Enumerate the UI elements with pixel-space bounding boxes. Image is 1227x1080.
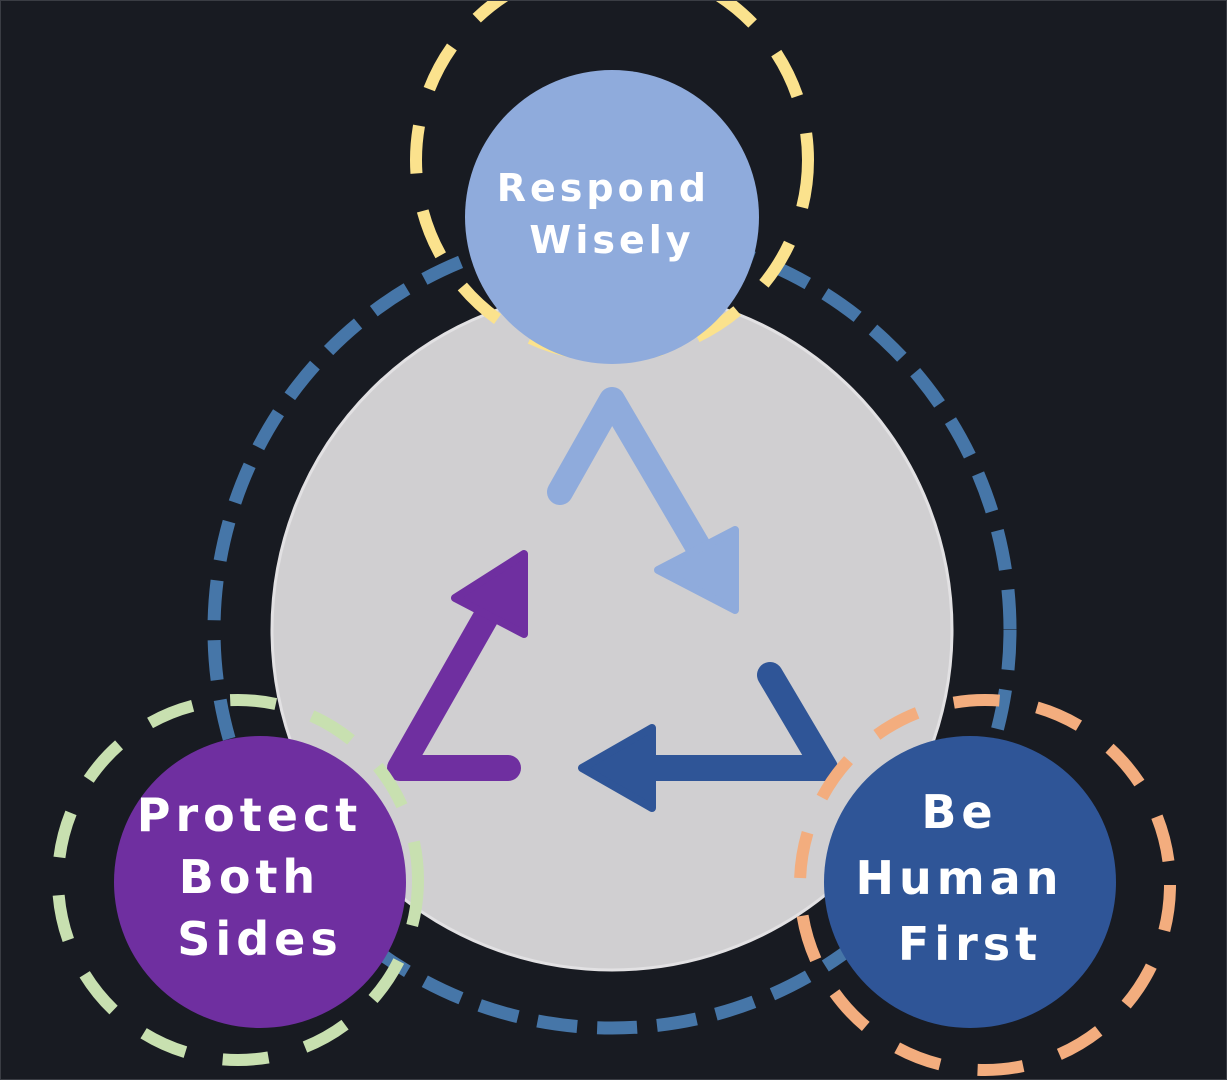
node-be-human-first: Be Human First — [794, 694, 1176, 1076]
human-label: Be Human First — [856, 785, 1085, 971]
arrow-human-to-protect — [578, 662, 838, 812]
respond-circle — [465, 70, 759, 364]
cycle-arrows — [387, 387, 838, 812]
respond-label-line-2: Wisely — [529, 218, 694, 262]
node-respond-wisely: Respond Wisely — [410, 0, 814, 364]
node-protect-both-sides: Protect Both Sides — [52, 694, 424, 1066]
protect-label-line-1: Protect — [137, 788, 362, 842]
human-label-line-3: First — [898, 917, 1042, 971]
respond-label: Respond Wisely — [497, 166, 727, 262]
arrow-respond-to-human — [547, 387, 739, 614]
protect-dashed-ring — [52, 694, 424, 1066]
protect-label-line-2: Both — [179, 850, 320, 904]
human-dashed-ring — [794, 694, 1176, 1076]
protect-circle — [114, 736, 406, 1028]
human-label-line-2: Human — [856, 851, 1064, 905]
protect-label: Protect Both Sides — [137, 788, 383, 966]
human-circle — [824, 736, 1116, 1028]
human-label-line-1: Be — [921, 785, 997, 839]
arrow-protect-to-respond — [387, 550, 528, 781]
protect-label-line-3: Sides — [177, 912, 342, 966]
respond-label-line-1: Respond — [497, 166, 710, 210]
respond-dashed-ring — [410, 0, 814, 362]
